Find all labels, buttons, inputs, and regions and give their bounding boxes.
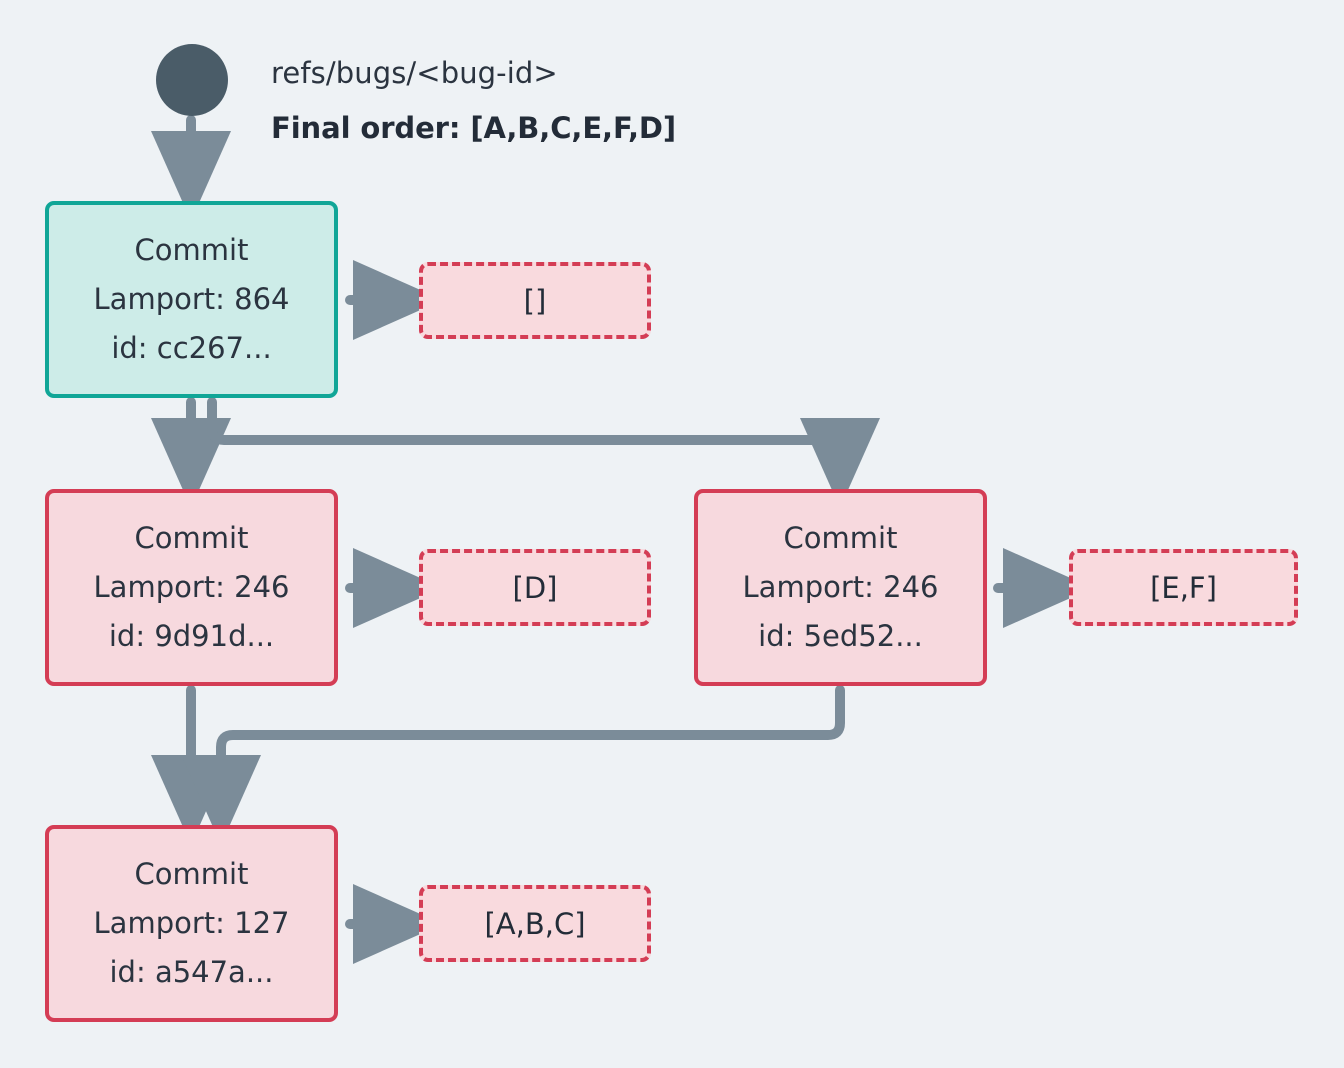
oplist-label: [E,F] — [1150, 570, 1217, 605]
commit-lamport-label: Lamport: 246 — [742, 570, 939, 604]
ref-path-label: refs/bugs/<bug-id> — [271, 56, 558, 90]
commit-node-5ed52[interactable]: Commit Lamport: 246 id: 5ed52... — [694, 489, 987, 686]
commit-kind-label: Commit — [134, 521, 249, 555]
commit-kind-label: Commit — [134, 857, 249, 891]
oplist-node-cc267[interactable]: [] — [419, 262, 651, 339]
commit-lamport-label: Lamport: 246 — [93, 570, 290, 604]
final-order-label: Final order: [A,B,C,E,F,D] — [271, 111, 677, 145]
oplist-label: [D] — [512, 570, 558, 605]
commit-node-9d91d[interactable]: Commit Lamport: 246 id: 9d91d... — [45, 489, 338, 686]
oplist-label: [A,B,C] — [484, 906, 586, 941]
commit-id-label: id: 5ed52... — [758, 619, 923, 653]
commit-lamport-label: Lamport: 864 — [93, 282, 290, 316]
commit-node-cc267[interactable]: Commit Lamport: 864 id: cc267... — [45, 201, 338, 398]
oplist-node-5ed52[interactable]: [E,F] — [1069, 549, 1298, 626]
commit-id-label: id: 9d91d... — [108, 619, 275, 653]
edge-cc267-to-5ed52 — [207, 397, 880, 508]
oplist-node-9d91d[interactable]: [D] — [419, 549, 651, 626]
oplist-node-a547a[interactable]: [A,B,C] — [419, 885, 651, 962]
commit-node-a547a[interactable]: Commit Lamport: 127 id: a547a... — [45, 825, 338, 1022]
commit-id-label: id: a547a... — [109, 955, 274, 989]
commit-kind-label: Commit — [783, 521, 898, 555]
commit-kind-label: Commit — [134, 233, 249, 267]
oplist-label: [] — [523, 283, 547, 318]
commit-id-label: id: cc267... — [111, 331, 272, 365]
commit-lamport-label: Lamport: 127 — [93, 906, 290, 940]
ref-head-marker[interactable] — [156, 44, 228, 116]
edge-5ed52-to-a547a — [181, 685, 845, 845]
